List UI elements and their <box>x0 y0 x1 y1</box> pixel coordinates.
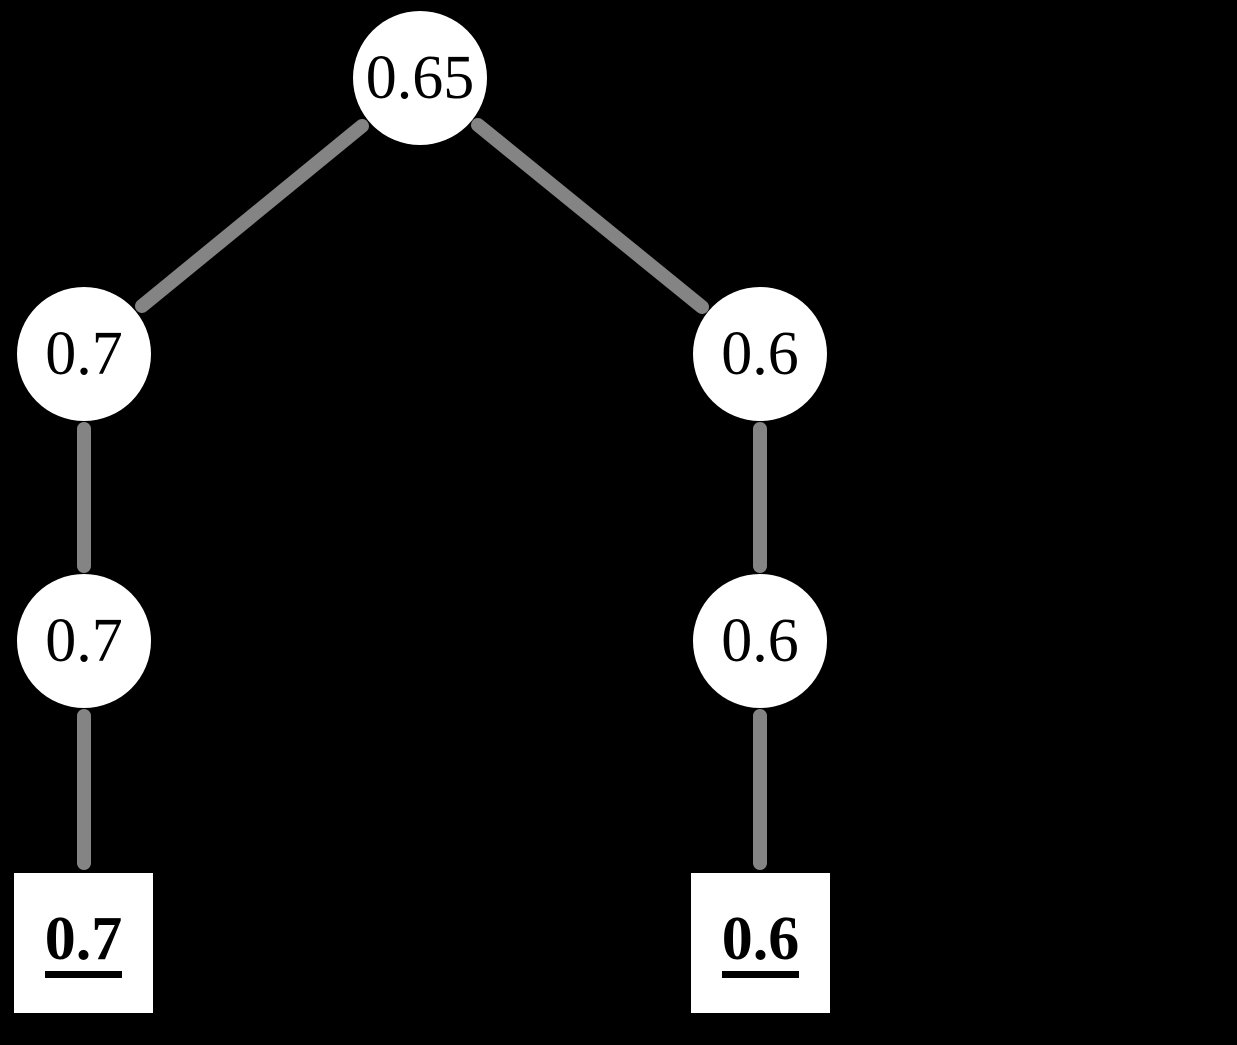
edge-root-to-right-child <box>471 118 709 314</box>
edge-root-to-left-child <box>135 119 369 313</box>
tree-node-root-label: 0.65 <box>365 44 475 112</box>
tree-node-right-grandchild: 0.6 <box>693 574 827 708</box>
tree-leaf-right-label: 0.6 <box>721 908 800 978</box>
tree-node-left-child-label: 0.7 <box>45 320 123 388</box>
tree-node-root: 0.65 <box>353 11 487 145</box>
tree-leaf-left-label: 0.7 <box>44 908 123 978</box>
tree-node-left-grandchild-label: 0.7 <box>45 607 123 675</box>
tree-leaf-right: 0.6 <box>691 873 830 1013</box>
tree-leaf-left: 0.7 <box>14 873 153 1013</box>
tree-node-right-child-label: 0.6 <box>721 320 799 388</box>
tree-node-right-grandchild-label: 0.6 <box>721 607 799 675</box>
tree-node-left-child: 0.7 <box>17 287 151 421</box>
tree-node-right-child: 0.6 <box>693 287 827 421</box>
tree-node-left-grandchild: 0.7 <box>17 574 151 708</box>
